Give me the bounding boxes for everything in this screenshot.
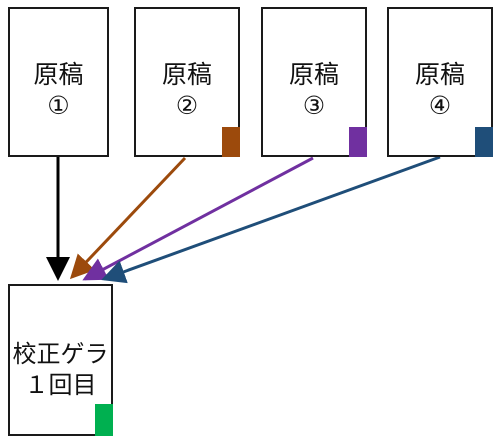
manuscript-3-color-marker	[349, 127, 367, 157]
manuscript-2-title: 原稿	[161, 60, 212, 89]
proof-line-1: 校正ゲラ	[12, 340, 109, 368]
manuscript-3-number: ③	[302, 91, 326, 120]
arrow-manuscript-2-to-proof	[69, 156, 187, 280]
manuscript-2-number: ②	[175, 91, 199, 120]
manuscript-4-number: ④	[428, 91, 452, 120]
manuscript-box-1: 原稿 ①	[8, 7, 109, 157]
manuscript-1-title: 原稿	[33, 60, 84, 89]
manuscript-box-3: 原稿 ③	[261, 7, 367, 157]
manuscript-1-number: ①	[47, 91, 70, 120]
manuscript-4-title: 原稿	[414, 60, 465, 89]
proof-box: 校正ゲラ １回目	[8, 284, 113, 436]
manuscript-3-title: 原稿	[288, 60, 339, 89]
manuscript-box-4: 原稿 ④	[387, 7, 493, 157]
manuscript-2-color-marker	[222, 127, 240, 157]
arrow-manuscript-3-to-proof	[82, 156, 314, 281]
manuscript-box-2: 原稿 ②	[134, 7, 240, 157]
manuscript-4-color-marker	[475, 127, 493, 157]
arrow-manuscript-4-to-proof	[101, 155, 441, 284]
proof-color-marker	[95, 404, 113, 436]
proof-line-2: １回目	[24, 371, 97, 399]
